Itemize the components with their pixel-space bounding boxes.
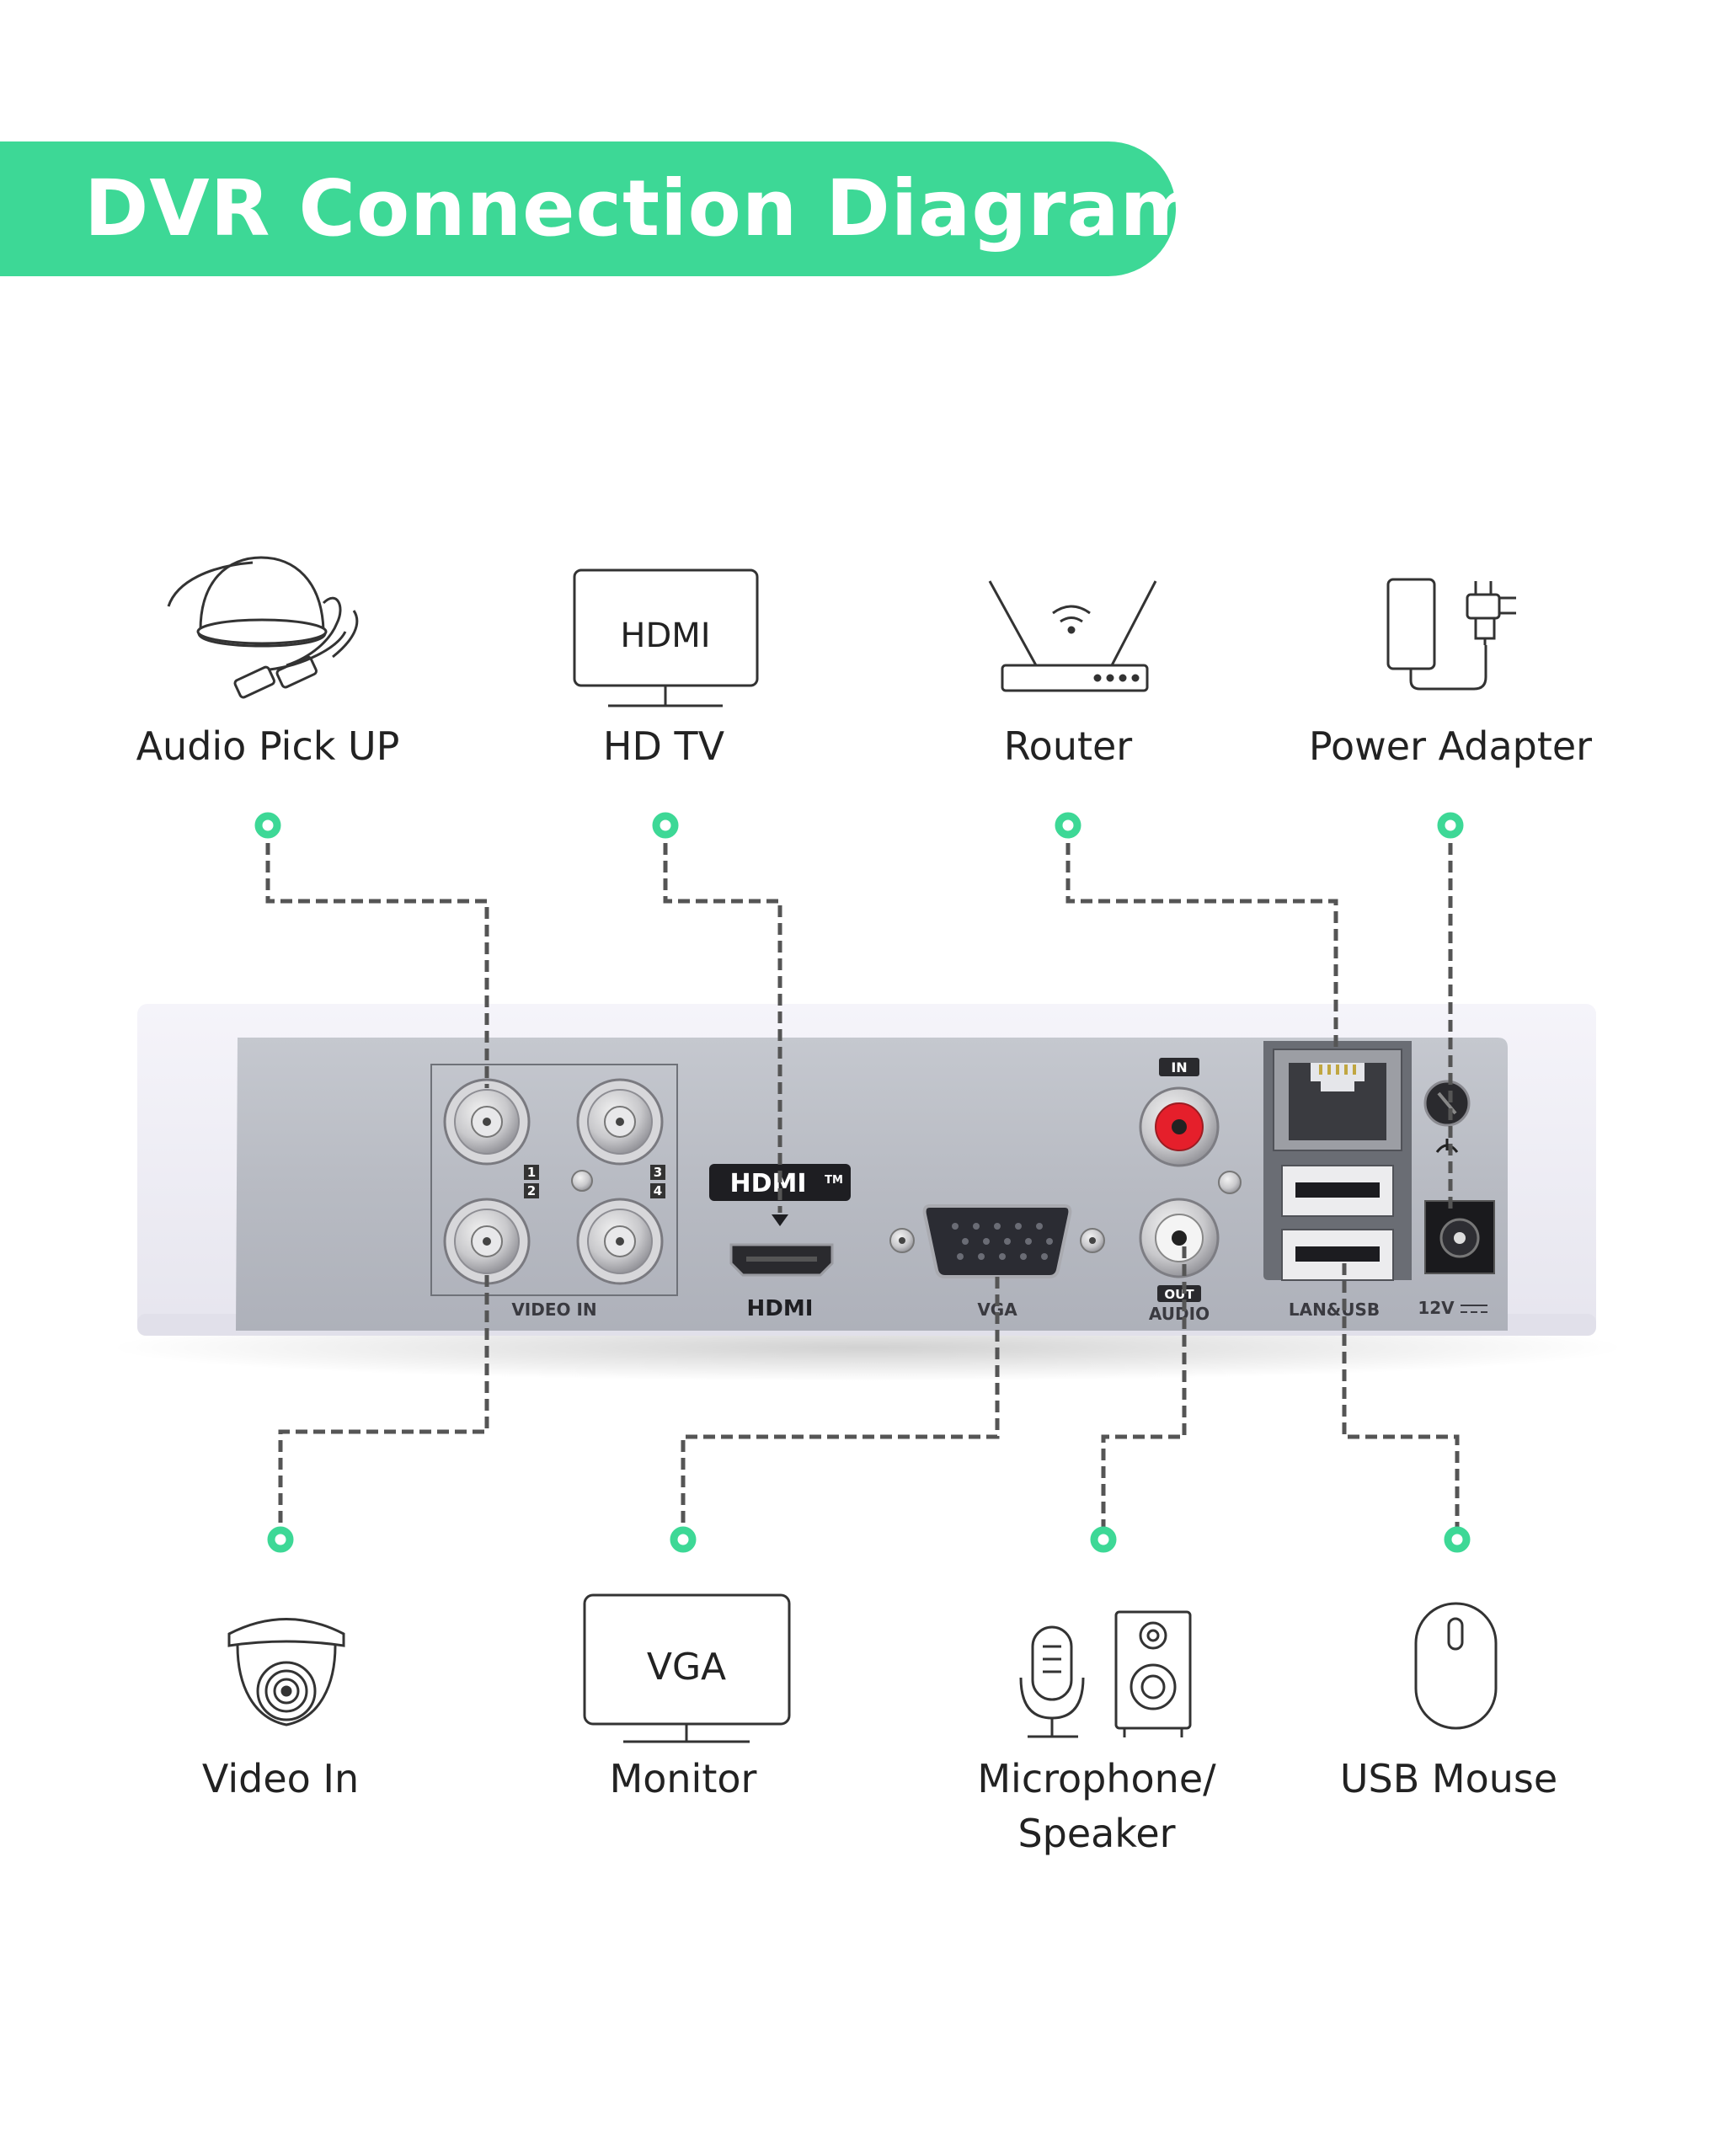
label-power-adapter: Power Adapter bbox=[1308, 723, 1593, 769]
line-monitor bbox=[681, 1277, 1000, 1540]
channel-number-1: 1 bbox=[527, 1165, 536, 1180]
panel-screw bbox=[571, 1170, 593, 1192]
mouse-icon bbox=[1414, 1602, 1498, 1730]
title-banner: DVR Connection Diagram bbox=[0, 141, 1201, 276]
diagram-title: DVR Connection Diagram bbox=[84, 163, 1202, 253]
video-in-label: VIDEO IN bbox=[511, 1299, 596, 1320]
connector-lines bbox=[265, 825, 1460, 1540]
power-label: 12V bbox=[1418, 1298, 1455, 1318]
channel-number-3: 3 bbox=[654, 1165, 662, 1180]
channel-number-2: 2 bbox=[527, 1183, 536, 1198]
monitor-icon: VGA bbox=[583, 1593, 791, 1743]
channel-number-4: 4 bbox=[654, 1183, 662, 1198]
dot-usb-mouse bbox=[1444, 1526, 1471, 1553]
dome-camera-icon bbox=[227, 1618, 345, 1726]
line-usb-mouse bbox=[1342, 1263, 1460, 1540]
tv-icon: HDMI bbox=[573, 568, 759, 707]
line-router bbox=[1065, 825, 1338, 1053]
dome-audio-pickup-icon bbox=[167, 556, 359, 699]
bnc-connector-1 bbox=[443, 1078, 531, 1166]
line-audio-pickup bbox=[265, 825, 489, 1088]
dc-symbol-icon bbox=[1461, 1305, 1487, 1313]
label-audio-pickup: Audio Pick UP bbox=[136, 723, 400, 769]
audio-out-label: OUT bbox=[1164, 1287, 1194, 1302]
label-microphone: Microphone/ bbox=[977, 1756, 1216, 1801]
dvr-unit: 1 2 3 4 VIDEO IN HDMI TM HDMI VG bbox=[109, 1004, 1626, 1381]
label-hd-tv: HD TV bbox=[602, 723, 725, 769]
dot-audio-pickup bbox=[254, 812, 281, 839]
ethernet-port bbox=[1311, 1063, 1365, 1091]
connector-dots bbox=[254, 812, 1471, 1553]
line-video-in bbox=[278, 1275, 489, 1540]
line-hd-tv bbox=[663, 825, 782, 1213]
audio-in-rca-port bbox=[1139, 1086, 1220, 1167]
audio-in-label: IN bbox=[1171, 1059, 1187, 1075]
label-video-in: Video In bbox=[201, 1756, 360, 1801]
dot-router bbox=[1055, 812, 1081, 839]
dot-power-adapter bbox=[1437, 812, 1464, 839]
video-in-frame bbox=[430, 1064, 678, 1296]
bnc-connector-4 bbox=[576, 1198, 664, 1285]
label-speaker: Speaker bbox=[1017, 1811, 1176, 1856]
router-icon bbox=[988, 580, 1157, 692]
bnc-connector-3 bbox=[576, 1078, 664, 1166]
label-router: Router bbox=[1003, 723, 1133, 769]
line-mic-speaker bbox=[1101, 1246, 1187, 1540]
tv-screen-text: HDMI bbox=[620, 616, 710, 655]
audio-label: AUDIO bbox=[1149, 1304, 1210, 1324]
dot-hd-tv bbox=[652, 812, 679, 839]
power-adapter-icon bbox=[1386, 578, 1516, 691]
lan-usb-label: LAN&USB bbox=[1289, 1299, 1380, 1320]
hdmi-logo-top: HDMI bbox=[729, 1169, 806, 1198]
hdmi-tm: TM bbox=[825, 1174, 843, 1187]
audio-out-rca-port bbox=[1139, 1198, 1220, 1278]
microphone-speaker-icon bbox=[1019, 1610, 1192, 1738]
dot-mic-speaker bbox=[1090, 1526, 1117, 1553]
label-monitor: Monitor bbox=[609, 1756, 757, 1801]
monitor-screen-text: VGA bbox=[647, 1646, 726, 1689]
label-usb-mouse: USB Mouse bbox=[1339, 1756, 1558, 1801]
bnc-connector-2 bbox=[443, 1198, 531, 1285]
hdmi-logo-bottom: HDMI bbox=[747, 1296, 814, 1321]
dot-monitor bbox=[670, 1526, 697, 1553]
dot-video-in bbox=[267, 1526, 294, 1553]
